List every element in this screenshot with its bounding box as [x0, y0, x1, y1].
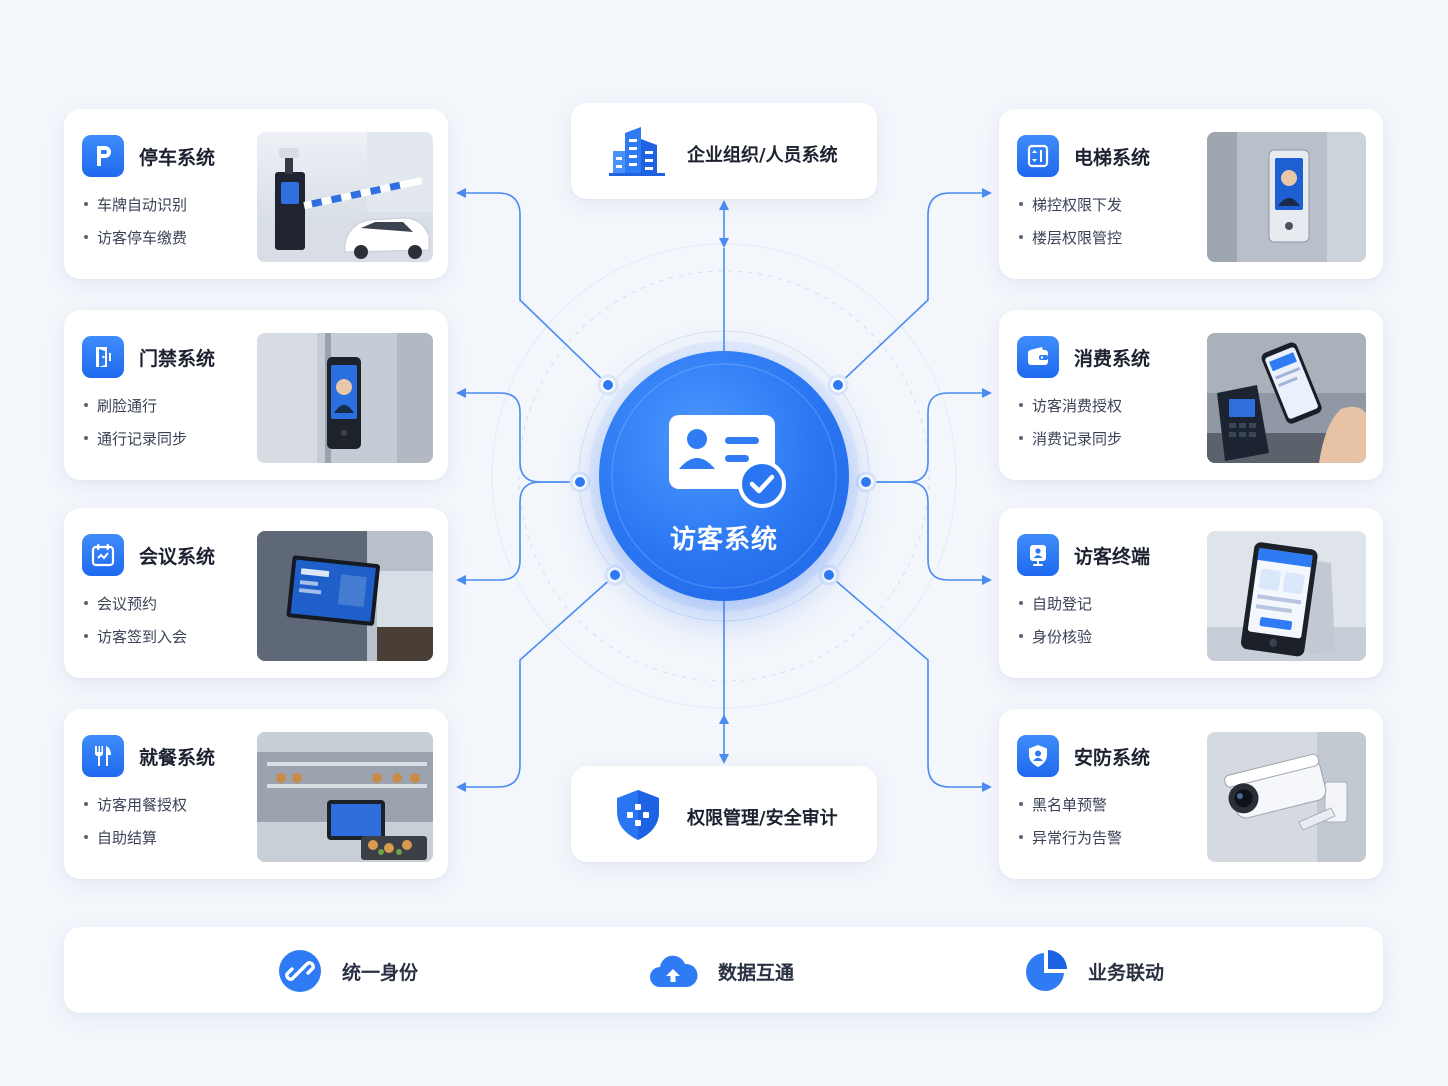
- door-icon: [82, 336, 124, 378]
- shield-lock-icon: [609, 788, 667, 840]
- feature-item: 楼层权限管控: [1019, 227, 1122, 248]
- visitor-system-hub[interactable]: 访客系统: [599, 351, 849, 601]
- card-title: 消费系统: [1074, 348, 1151, 370]
- feature-item: 访客用餐授权: [84, 794, 187, 815]
- pie-chart-icon: [1024, 949, 1068, 993]
- face-access-terminal-photo: [257, 333, 433, 463]
- card-title: 企业组织/人员系统: [687, 145, 838, 166]
- feature-item: 会议预约: [84, 593, 157, 614]
- capability-label: 业务联动: [1088, 961, 1165, 984]
- card-title: 会议系统: [139, 546, 216, 568]
- feature-item: 身份核验: [1019, 626, 1092, 647]
- feature-item: 车牌自动识别: [84, 194, 187, 215]
- elevator-panel-photo: [1207, 132, 1366, 262]
- feature-item: 通行记录同步: [84, 428, 187, 449]
- card-title: 门禁系统: [139, 348, 216, 370]
- elevator-icon: [1017, 135, 1059, 177]
- card-title: 访客终端: [1074, 546, 1151, 568]
- card-title: 电梯系统: [1074, 147, 1151, 169]
- security-camera-photo: [1207, 732, 1366, 862]
- capability-bar: 统一身份 数据互通 业务联动: [64, 927, 1383, 1013]
- feature-item: 刷脸通行: [84, 395, 157, 416]
- connector-nodes: [569, 374, 877, 586]
- cloud-upload-icon: [648, 949, 698, 993]
- card-dining-system[interactable]: 就餐系统 访客用餐授权 自助结算: [64, 709, 448, 879]
- card-security-system[interactable]: 安防系统 黑名单预警 异常行为告警: [999, 709, 1383, 879]
- connector-paths: [456, 188, 992, 792]
- card-title: 安防系统: [1074, 747, 1151, 769]
- kiosk-icon: [1017, 534, 1059, 576]
- feature-item: 梯控权限下发: [1019, 194, 1122, 215]
- feature-item: 黑名单预警: [1019, 794, 1107, 815]
- shield-user-icon: [1017, 735, 1059, 777]
- card-access-system[interactable]: 门禁系统 刷脸通行 通行记录同步: [64, 310, 448, 480]
- feature-item: 自助登记: [1019, 593, 1092, 614]
- parking-icon: [82, 135, 124, 177]
- wallet-icon: [1017, 336, 1059, 378]
- capability-business-linkage[interactable]: 业务联动: [1024, 949, 1164, 993]
- card-consume-system[interactable]: 消费系统 访客消费授权 消费记录同步: [999, 310, 1383, 480]
- card-elevator-system[interactable]: 电梯系统 梯控权限下发 楼层权限管控: [999, 109, 1383, 279]
- feature-item: 异常行为告警: [1019, 827, 1122, 848]
- visitor-kiosk-photo: [1207, 531, 1366, 661]
- parking-gate-photo: [257, 132, 433, 262]
- capability-data-interop[interactable]: 数据互通: [648, 949, 794, 993]
- card-parking-system[interactable]: 停车系统 车牌自动识别 访客停车缴费: [64, 109, 448, 279]
- card-org-personnel-system[interactable]: 企业组织/人员系统: [571, 103, 877, 199]
- capability-label: 数据互通: [718, 961, 795, 984]
- card-visitor-terminal[interactable]: 访客终端 自助登记 身份核验: [999, 508, 1383, 678]
- id-card-check-icon: [611, 363, 837, 589]
- hub-title: 访客系统: [669, 525, 778, 555]
- feature-item: 访客签到入会: [84, 626, 187, 647]
- card-title: 就餐系统: [139, 747, 216, 769]
- feature-item: 访客停车缴费: [84, 227, 187, 248]
- calendar-icon: [82, 534, 124, 576]
- feature-item: 自助结算: [84, 827, 157, 848]
- cafeteria-terminal-photo: [257, 732, 433, 862]
- feature-item: 访客消费授权: [1019, 395, 1122, 416]
- fork-knife-icon: [82, 735, 124, 777]
- capability-unified-identity[interactable]: 统一身份: [278, 949, 418, 993]
- capability-label: 统一身份: [342, 961, 419, 984]
- card-permission-audit[interactable]: 权限管理/安全审计: [571, 766, 877, 862]
- pos-payment-photo: [1207, 333, 1366, 463]
- meeting-room-display-photo: [257, 531, 433, 661]
- card-meeting-system[interactable]: 会议系统 会议预约 访客签到入会: [64, 508, 448, 678]
- building-icon: [609, 125, 667, 177]
- card-title: 停车系统: [139, 147, 216, 169]
- card-title: 权限管理/安全审计: [687, 808, 838, 829]
- feature-item: 消费记录同步: [1019, 428, 1122, 449]
- link-icon: [278, 949, 322, 993]
